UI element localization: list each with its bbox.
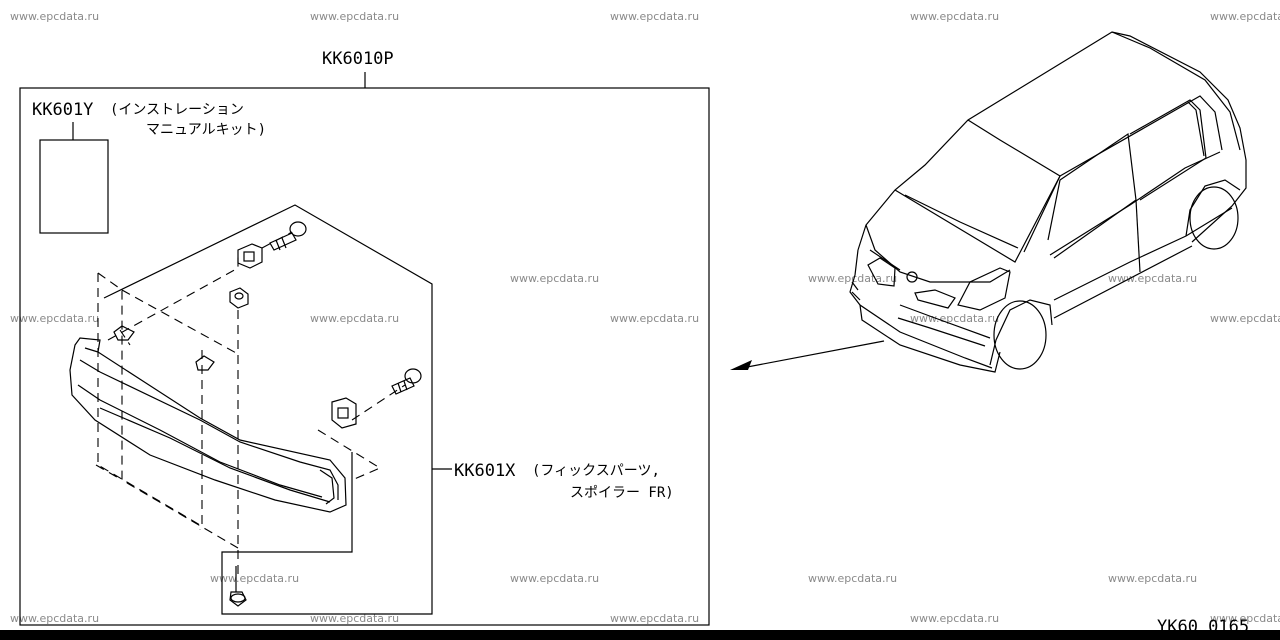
watermark: www.epcdata.ru <box>310 612 399 625</box>
watermark: www.epcdata.ru <box>1210 10 1280 23</box>
watermark: www.epcdata.ru <box>808 572 897 585</box>
watermark: www.epcdata.ru <box>610 612 699 625</box>
clip-nut-icon <box>237 243 263 269</box>
watermark: www.epcdata.ru <box>910 312 999 325</box>
bolt-icon <box>391 368 422 395</box>
clip-nut-icon <box>331 397 357 429</box>
watermark: www.epcdata.ru <box>510 572 599 585</box>
bolt-icon <box>229 566 247 607</box>
watermark: www.epcdata.ru <box>1210 612 1280 625</box>
assembly-guide-lines <box>95 231 406 575</box>
watermark: www.epcdata.ru <box>10 312 99 325</box>
bottom-border-bar <box>0 630 1280 640</box>
watermark: www.epcdata.ru <box>510 272 599 285</box>
installation-manual-icon <box>39 139 109 234</box>
parts-kit-name-line2: スポイラー FR) <box>570 485 674 501</box>
watermark: www.epcdata.ru <box>910 10 999 23</box>
bolt-icon <box>269 221 307 251</box>
manual-kit-name-line1: (インストレーション <box>110 102 244 118</box>
watermark: www.epcdata.ru <box>1108 272 1197 285</box>
watermark: www.epcdata.ru <box>10 612 99 625</box>
watermark: www.epcdata.ru <box>808 272 897 285</box>
watermark: www.epcdata.ru <box>10 10 99 23</box>
watermark: www.epcdata.ru <box>910 612 999 625</box>
watermark: www.epcdata.ru <box>210 572 299 585</box>
watermark: www.epcdata.ru <box>610 10 699 23</box>
watermark: www.epcdata.ru <box>610 312 699 325</box>
parts-kit-name-line1: (フィックスパーツ, <box>532 463 660 479</box>
watermark: www.epcdata.ru <box>310 312 399 325</box>
parts-subframe <box>103 204 433 615</box>
clip-icon <box>113 325 215 371</box>
watermark-layer: www.epcdata.ru www.epcdata.ru www.epcdat… <box>10 10 1280 625</box>
manual-kit-code: KK601Y <box>32 100 93 120</box>
car-illustration <box>849 31 1247 373</box>
nut-icon <box>229 287 249 309</box>
front-spoiler <box>69 337 347 513</box>
direction-arrow-icon <box>730 340 885 370</box>
watermark: www.epcdata.ru <box>310 10 399 23</box>
kit-label: KK6010P <box>322 49 394 69</box>
manual-kit-name-line2: マニュアルキット) <box>146 122 266 138</box>
kit-frame <box>19 87 710 626</box>
watermark: www.epcdata.ru <box>1108 572 1197 585</box>
parts-kit-code: KK601X <box>454 461 516 481</box>
watermark: www.epcdata.ru <box>1210 312 1280 325</box>
